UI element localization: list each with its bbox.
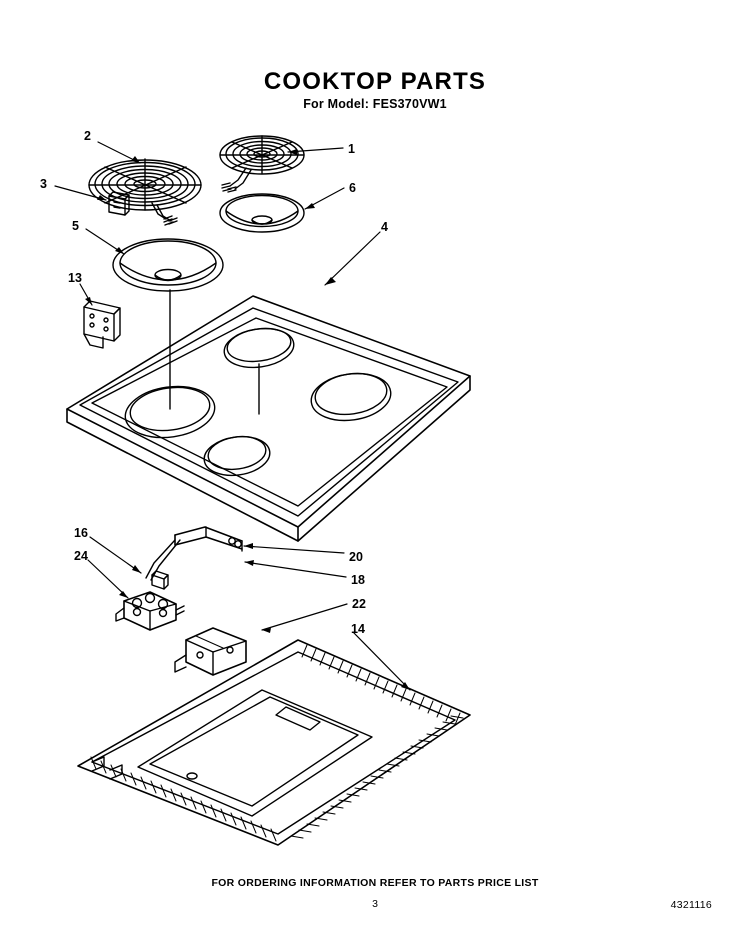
callout-14: 14 [351, 622, 365, 636]
cooktop-burner-opening [124, 289, 216, 439]
callout-20: 20 [349, 550, 363, 564]
cooktop-burner-opening [310, 372, 392, 422]
callout-24: 24 [74, 549, 88, 563]
part-1-small-surface-element [219, 135, 305, 193]
part-3-element-receptacle [108, 191, 130, 216]
callout-16: 16 [74, 526, 88, 540]
callout-6: 6 [349, 181, 356, 195]
part-2-large-surface-element [88, 158, 202, 226]
part-13-support-bracket [83, 300, 121, 349]
model-subtitle: For Model: FES370VW1 [303, 97, 447, 111]
page-number: 3 [372, 898, 378, 910]
document-number: 4321116 [670, 899, 712, 911]
part-14-oven-liner [77, 639, 471, 846]
page-title: COOKTOP PARTS [263, 68, 487, 95]
part-20-harness-clip [151, 570, 169, 590]
callout-1: 1 [348, 142, 355, 156]
callout-3: 3 [40, 177, 47, 191]
part-22-mounting-bracket [174, 627, 247, 676]
callout-5: 5 [72, 219, 79, 233]
callout-13: 13 [68, 271, 82, 285]
ordering-info-note: FOR ORDERING INFORMATION REFER TO PARTS … [211, 877, 539, 889]
callout-18: 18 [351, 573, 365, 587]
callout-4: 4 [381, 220, 388, 234]
part-6-small-drip-bowl [219, 193, 305, 233]
part-5-large-drip-bowl [112, 238, 224, 292]
part-4-cooktop-panel [66, 289, 471, 542]
callout-22: 22 [352, 597, 366, 611]
leader-lines [54, 141, 411, 691]
cooktop-burner-opening [203, 435, 271, 477]
cooktop-burner-opening [223, 327, 295, 415]
part-24-terminal-block [115, 591, 185, 631]
callout-2: 2 [84, 129, 91, 143]
